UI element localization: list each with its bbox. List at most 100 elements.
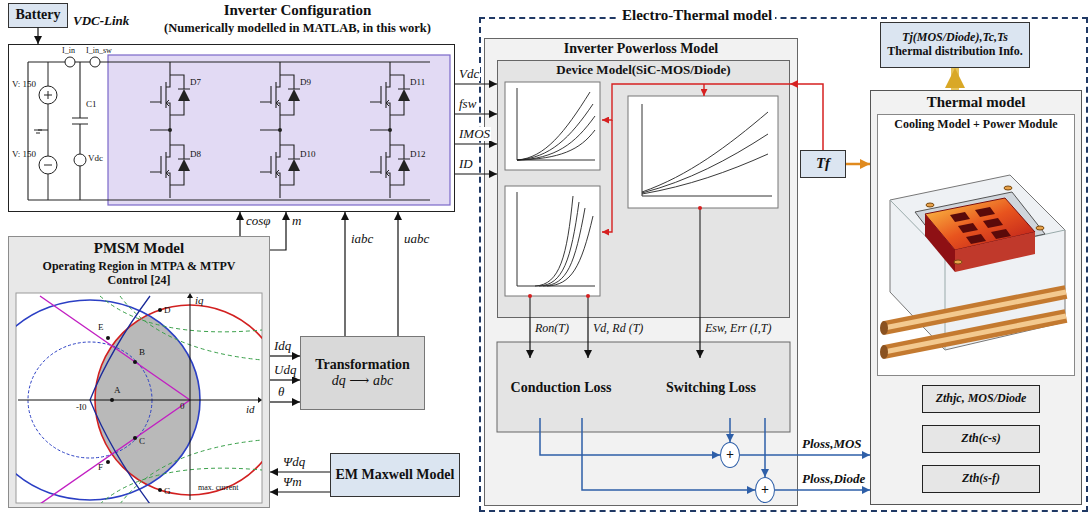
signal-connector [740,454,870,456]
model-panel: Thermal modelCooling Model + Power Modul… [870,90,1082,505]
signal-connector [846,163,870,166]
source-label: V: 150 [12,80,36,90]
impedance-box: Zthjc, MOS/Diode [922,385,1040,413]
device-characteristics [497,82,790,432]
signal-label: iabc [350,232,374,246]
node-title: Transformation [315,357,410,373]
signal-connector [775,489,870,491]
source-label: V: 150 [12,150,36,160]
signal-label: Ψdq [282,455,306,469]
node-title: Battery [15,7,60,23]
point-label: F [98,463,103,473]
node-title: Thermal model [870,94,1082,111]
signal-label: ID [458,157,474,171]
signal-label: Esw, Err (I,T) [704,322,772,335]
signal-connector [951,68,959,90]
node-subtitle: dq ⟶ abc [332,373,393,389]
signal-connector [239,212,240,236]
curve-label: max. current [198,484,238,493]
signal-connector [699,318,700,358]
node-title: + [726,447,734,463]
node-title: Zth(s-f) [962,472,1000,486]
node-title: Inverter Powerloss Model [484,41,798,57]
signal-connector [344,212,345,336]
node-title: EM Maxwell Model [336,467,455,483]
model-panel: Inverter Powerloss ModelDevice Model(SiC… [484,38,798,506]
node-title: Zthjc, MOS/Diode [936,392,1027,406]
model-panel: Device Model(SiC-MOS/Diode) [497,60,790,318]
node-subtitle: (Numerically modelled in MATLAB, in this… [148,21,448,35]
component-label: Vdc [88,154,103,164]
node-title: Device Model(SiC-MOS/Diode) [497,63,790,78]
node-title: Zth(c-s) [961,432,1000,446]
signal-connector [270,379,300,380]
signal-connector [455,143,497,144]
node-title: Inverter Configuration [148,2,448,19]
axis-label: iq [195,294,204,306]
inverter-panel: Inverter Configuration(Numerically model… [8,44,455,212]
signal-label: Vd, Rd (T) [592,322,644,335]
signal-connector [455,83,497,84]
point-label: C [139,437,145,447]
node-title: + [761,482,769,498]
operating-region-plot [0,293,285,504]
signal-label: Idq [273,339,292,353]
signal-label: Vdc [458,67,480,81]
component-label: C1 [86,100,97,110]
signal-connector [37,28,38,45]
node-title: Tj(MOS/Diode),Tc,Ts [902,31,1008,45]
node-title: Tf [816,155,830,172]
signal-connector [582,418,755,490]
impedance-box: Zth(c-s) [922,425,1040,453]
signal-connector [270,401,300,402]
signal-connector [764,418,766,477]
signal-connector [397,212,398,336]
node-title: Electro-Thermal model [619,7,775,24]
model-region: Electro-Thermal modelInverter Powerloss … [479,17,1088,512]
signal-label: cosφ [245,214,272,228]
diode-label: D10 [300,150,316,160]
axis-label: 0 [180,402,185,412]
process-box: EM Maxwell Model [330,453,460,497]
signal-label: Ploss,Diode [801,472,866,486]
signal-label: Ploss,MOS [801,437,863,451]
diode-label: D7 [190,78,201,88]
signal-label: VDC-Link [72,14,130,28]
source-box: Battery [8,3,68,28]
node-title: Switching Loss [666,380,756,396]
axis-label: -I0 [76,403,87,413]
node-subtitle: Operating Region in MTPA & MTPV Control … [29,260,249,288]
point-label: G [164,487,171,497]
signal-connector [270,471,330,472]
signal-label: θ [277,385,285,399]
output-box: Tj(MOS/Diode),Tc,TsThermal distribution … [880,22,1030,68]
signal-connector [455,113,497,114]
impedance-box: Zth(s-f) [922,465,1040,493]
diode-label: D8 [190,150,201,160]
signal-label: fsw [458,97,477,111]
axis-label: id [246,403,255,415]
meter-label: I_in [62,47,75,56]
signal-connector [790,84,823,150]
diode-label: D11 [410,78,425,88]
power-module-picture [880,175,1066,359]
signal-label: IMOS [458,127,491,141]
signal-label: Udq [273,363,297,377]
signal-connector [270,491,330,492]
signal-connector [587,318,588,358]
point-label: A [114,386,121,396]
signal-label: Ψm [282,475,303,489]
diode-label: D12 [410,150,426,160]
model-panel: PMSM ModelOperating Region in MTPA & MTP… [8,236,270,508]
process-box: Transformationdq ⟶ abc [300,336,425,410]
signal-label: m [291,214,302,228]
sum-junction: + [720,442,740,468]
signal-connector [540,418,720,455]
inverter-circuit [28,55,450,205]
signal-connector [270,212,286,250]
process-box: Switching Loss [646,358,776,418]
signal-connector [729,418,731,442]
process-box: Conduction Loss [505,358,617,418]
point-label: B [139,348,145,358]
